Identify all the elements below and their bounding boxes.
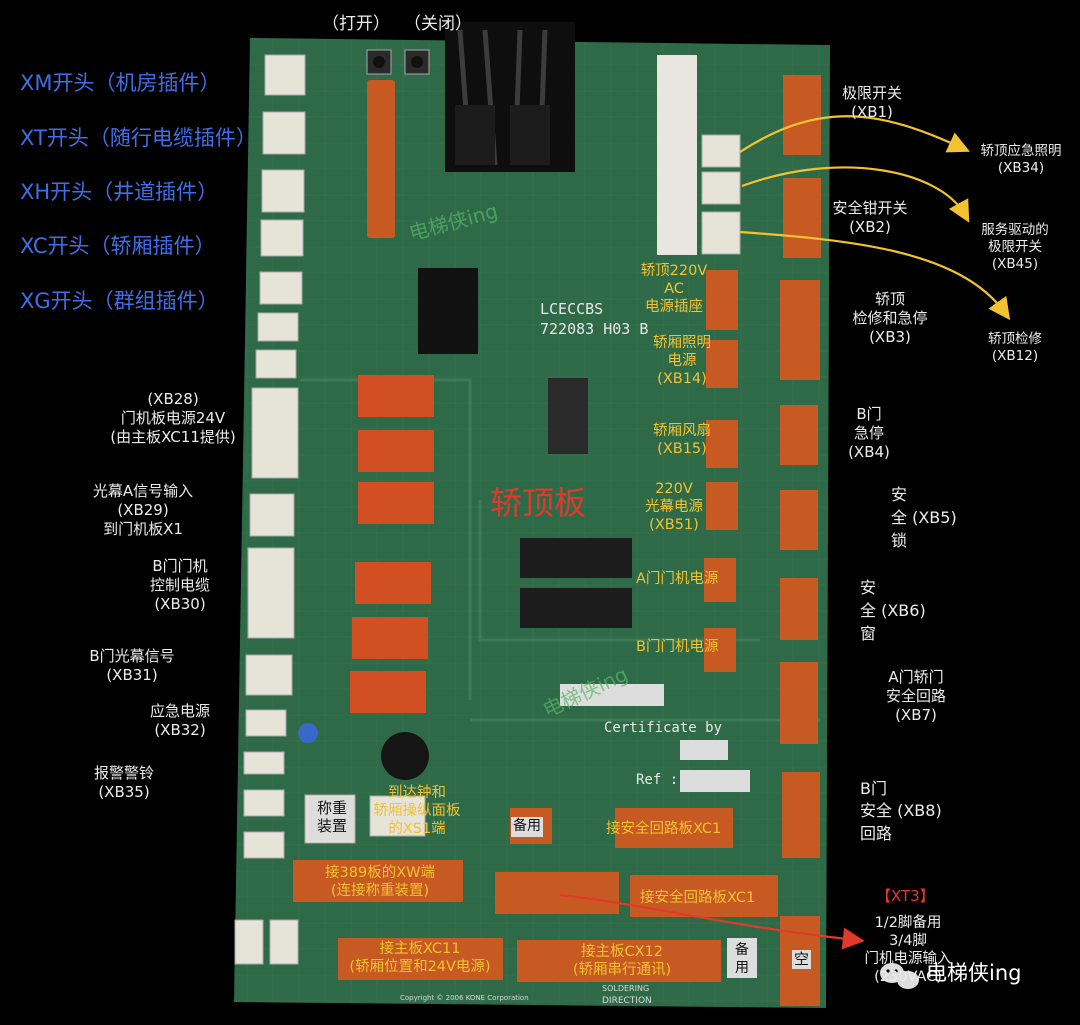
spare2-box-text: 备用 xyxy=(735,942,749,976)
legend-xt: XT开头（随行电缆插件） xyxy=(20,126,257,150)
capacitor xyxy=(381,732,429,780)
relays xyxy=(350,375,434,713)
capacitor-blue xyxy=(298,723,318,743)
label-xt4: 接安全回路板XC1 xyxy=(640,890,756,906)
label-xs1: 到达钟和轿厢操纵面板的XS1端 xyxy=(373,785,461,838)
label-xt1: 接主板XC11(轿厢位置和24V电源) xyxy=(349,941,491,976)
brand-text: 电梯侠ing xyxy=(926,961,1022,985)
spare-box-text: 备用 xyxy=(511,817,543,837)
close-label: （关闭） xyxy=(404,14,472,34)
empty-box-text: 空 xyxy=(792,950,812,969)
legend-xm: XM开头（机房插件） xyxy=(20,71,221,95)
label-xb5: 安全 (XB5)锁 xyxy=(891,485,957,551)
label-xb3: 轿顶检修和急停(XB3) xyxy=(852,290,928,346)
label-xb15: 轿厢风扇(XB15) xyxy=(653,423,711,458)
box-weigh xyxy=(308,797,354,841)
board-cert: Certificate by xyxy=(604,720,723,736)
open-label: （打开） xyxy=(322,14,390,34)
label-xb7: A门轿门安全回路(XB7) xyxy=(885,668,946,724)
board-part: 722083 H03 B xyxy=(540,320,649,338)
label-door-a-power: A门门机电源 xyxy=(636,571,719,587)
label-xb35: 报警警铃(XB35) xyxy=(93,764,154,801)
connector-xb46 xyxy=(367,80,395,238)
label-xb4: B门急停(XB4) xyxy=(848,405,890,461)
brand-icon xyxy=(880,963,919,989)
relay-k1 xyxy=(520,588,632,628)
label-xb6: 安全 (XB6)窗 xyxy=(860,578,926,644)
label-xb31: B门光幕信号(XB31) xyxy=(89,647,175,684)
legend-xh: XH开头（井道插件） xyxy=(20,180,219,204)
left-white-connectors xyxy=(234,54,741,965)
board-ref: Ref : xyxy=(636,772,679,788)
board-copyright: Copyright © 2006 KONE Corporation xyxy=(400,994,529,1002)
center-title: 轿顶板 xyxy=(490,484,587,522)
yellow-arrows xyxy=(739,115,1011,321)
label-xb14: 轿厢照明电源(XB14) xyxy=(653,335,711,388)
legend-xc: XC开头（轿厢插件） xyxy=(20,234,216,258)
board-soldering: SOLDERING xyxy=(602,984,650,993)
label-xb45: 服务驱动的极限开关(XB45) xyxy=(981,222,1049,272)
label-xb8: B门安全 (XB8)回路 xyxy=(860,779,942,843)
right-orange-connectors xyxy=(293,75,821,1006)
dip-switch xyxy=(548,378,588,454)
label-xt2: 接主板CX12(轿厢串行通讯) xyxy=(572,944,672,979)
label-xb29: 光幕A信号输入(XB29)到门机板X1 xyxy=(92,482,194,538)
board-direction: DIRECTION xyxy=(602,996,652,1006)
legend-xg: XG开头（群组插件） xyxy=(20,289,219,313)
ic-chip xyxy=(418,268,478,354)
label-xb30: B门门机控制电缆(XB30) xyxy=(149,557,210,613)
box-spare xyxy=(727,938,757,978)
board-model: LCECCBS xyxy=(540,300,604,318)
label-xt5: 接安全回路板XC1 xyxy=(606,821,722,837)
label-xb34: 轿顶应急照明(XB34) xyxy=(980,143,1062,176)
label-door-b-power: B门门机电源 xyxy=(636,639,719,655)
relay-k2 xyxy=(520,538,632,578)
label-xb1: 极限开关(XB1) xyxy=(841,84,902,121)
label-xt11: 接389板的XW端(连接称重装置) xyxy=(325,865,435,900)
label-xb28: (XB28)门机板电源24V(由主板XC11提供) xyxy=(110,390,236,446)
xt3-title: 【XT3】 xyxy=(876,887,935,905)
weigh-box-text: 称重 装置 xyxy=(316,799,347,835)
power-resistor xyxy=(657,55,697,255)
label-xb32: 应急电源(XB32) xyxy=(149,702,210,739)
label-xb2: 安全钳开关(XB2) xyxy=(832,199,908,236)
xt3-red-arrow xyxy=(559,893,865,950)
label-xb12: 轿顶检修(XB12) xyxy=(988,331,1042,364)
